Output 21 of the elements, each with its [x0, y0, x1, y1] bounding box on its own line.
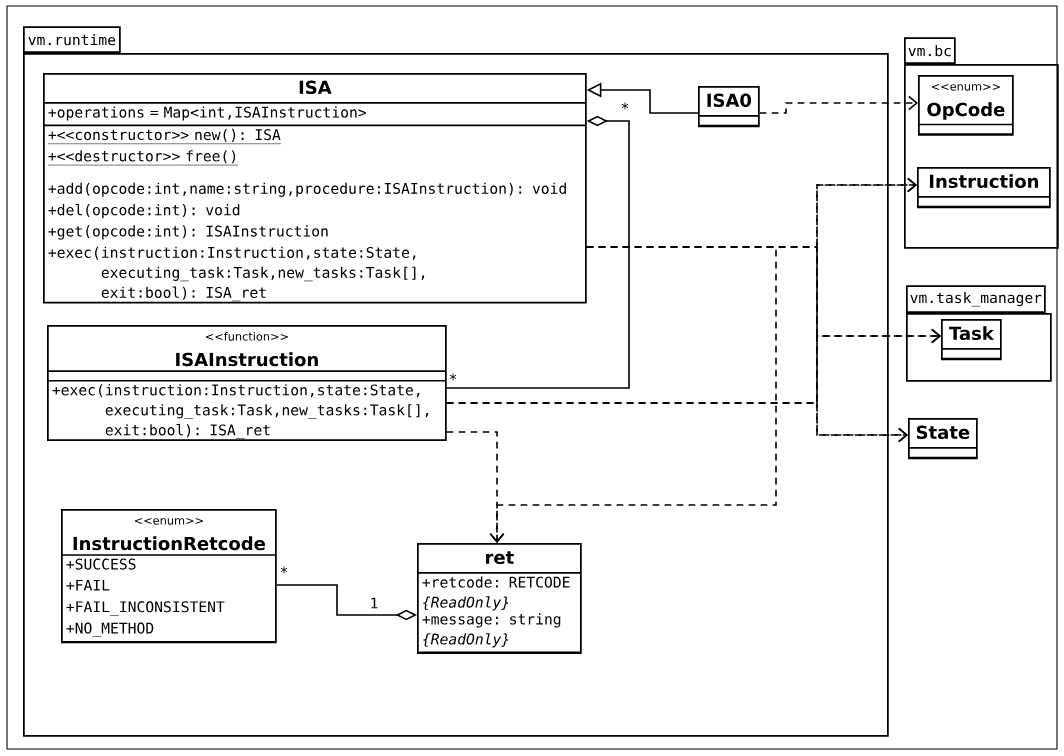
node-label: vm.task_manager [910, 291, 1042, 307]
class-box: ISA +operations = Map<int,ISAInstruction> +<<constructor>> new(): ISA +<<destructor>> free() +add(opcode:int,name:string,procedure:ISAInstruction): void +del(opcode:int): void +get(opcode:int): ISAInstruction +exec(instruction:Instruction,state:State, executing_task:Task,new_tasks:Task[], exit:bool): ISA_ret [43, 73, 587, 304]
aggregation-line [275, 584, 417, 621]
dependency-arrow [445, 402, 908, 443]
node-label: vm.bc [908, 44, 951, 57]
class-box: ISA0 [698, 86, 760, 128]
class-box: <<function>> ISAInstruction +exec(instruction:Instruction,state:State, executing_task:Task,new_tasks:Task[], exit:bool): ISA_ret [47, 325, 447, 441]
multiplicity-label: 1 [371, 597, 378, 609]
multiplicity-label: * [621, 102, 629, 110]
aggregation-line [445, 115, 630, 389]
dependency-arrow [758, 95, 918, 114]
node-label: vm.runtime [28, 33, 116, 46]
class-box: State [908, 418, 978, 460]
multiplicity-label: * [449, 373, 457, 381]
class-box: Task [941, 319, 1002, 361]
multiplicity-label: * [280, 566, 288, 574]
class-box: Instruction [917, 167, 1051, 209]
class-box: <<enum>> OpCode [918, 75, 1014, 136]
dependency-arrow [445, 431, 505, 543]
class-box: ret +retcode: RETCODE {ReadOnly} +message: string {ReadOnly} [417, 543, 582, 654]
class-box: <<enum>> InstructionRetcode +SUCCESS +FAIL +FAIL_INCONSISTENT +NO_METHOD [61, 509, 277, 644]
